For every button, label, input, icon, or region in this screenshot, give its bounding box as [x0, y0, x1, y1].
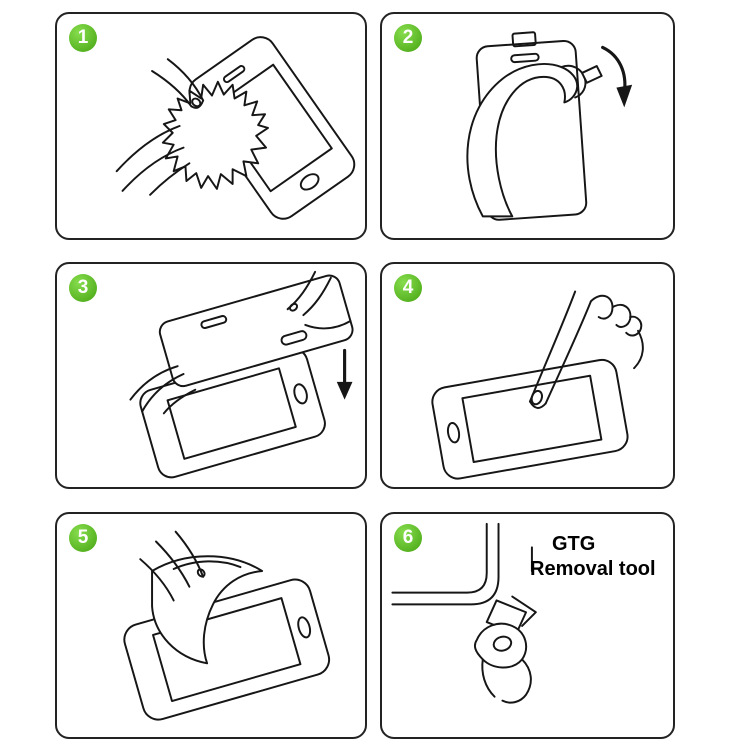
- pinching-fingers: [473, 622, 532, 704]
- removal-tool-label-line2: Removal tool: [530, 558, 656, 580]
- step-panel-4: 4: [380, 262, 675, 489]
- phone: [431, 358, 629, 480]
- corner-removal-tool-icon: [391, 522, 537, 704]
- phone-corner: [391, 522, 500, 606]
- right-hand: [286, 270, 352, 330]
- step-badge: 6: [394, 524, 422, 552]
- step-panel-5: 5: [55, 512, 367, 739]
- hand: [115, 58, 205, 196]
- removal-tool-label-line1: GTG: [552, 533, 596, 555]
- wipe-phone-screen-with-cloth-icon: [115, 36, 356, 220]
- curved-arrow: [601, 45, 633, 108]
- step-number: 4: [402, 277, 414, 298]
- step-badge: 5: [69, 524, 97, 552]
- step-number: 2: [402, 27, 414, 48]
- step-number: 6: [402, 527, 414, 548]
- step-number: 3: [77, 277, 89, 298]
- step-number: 5: [77, 527, 89, 548]
- step-badge: 4: [394, 274, 422, 302]
- press-screen-center-with-finger-icon: [431, 290, 644, 480]
- peeling-film: [466, 63, 579, 218]
- smooth-film-onto-screen-icon: [123, 530, 331, 721]
- step-panel-2: 2: [380, 12, 675, 240]
- hand: [139, 530, 206, 602]
- step-panel-1: 1: [55, 12, 367, 240]
- align-glass-over-phone-icon: [129, 270, 354, 479]
- pressing-hand: [528, 290, 644, 409]
- peel-backing-film-from-protector-icon: [466, 31, 633, 221]
- step-panel-3: 3: [55, 262, 367, 489]
- step-badge: 2: [394, 24, 422, 52]
- tempered-glass: [158, 274, 354, 388]
- cleaning-cloth: [161, 80, 269, 190]
- step-badge: 3: [69, 274, 97, 302]
- removal-tool-label: GTG Removal tool: [530, 532, 656, 582]
- step-badge: 1: [69, 24, 97, 52]
- step-panel-6: 6 GTG Removal tool: [380, 512, 675, 739]
- film-fold-line: [172, 560, 242, 570]
- film-tab: [581, 65, 603, 84]
- left-hand: [129, 365, 197, 415]
- step-number: 1: [77, 27, 89, 48]
- down-arrow: [336, 348, 353, 400]
- polishing-film: [151, 555, 264, 665]
